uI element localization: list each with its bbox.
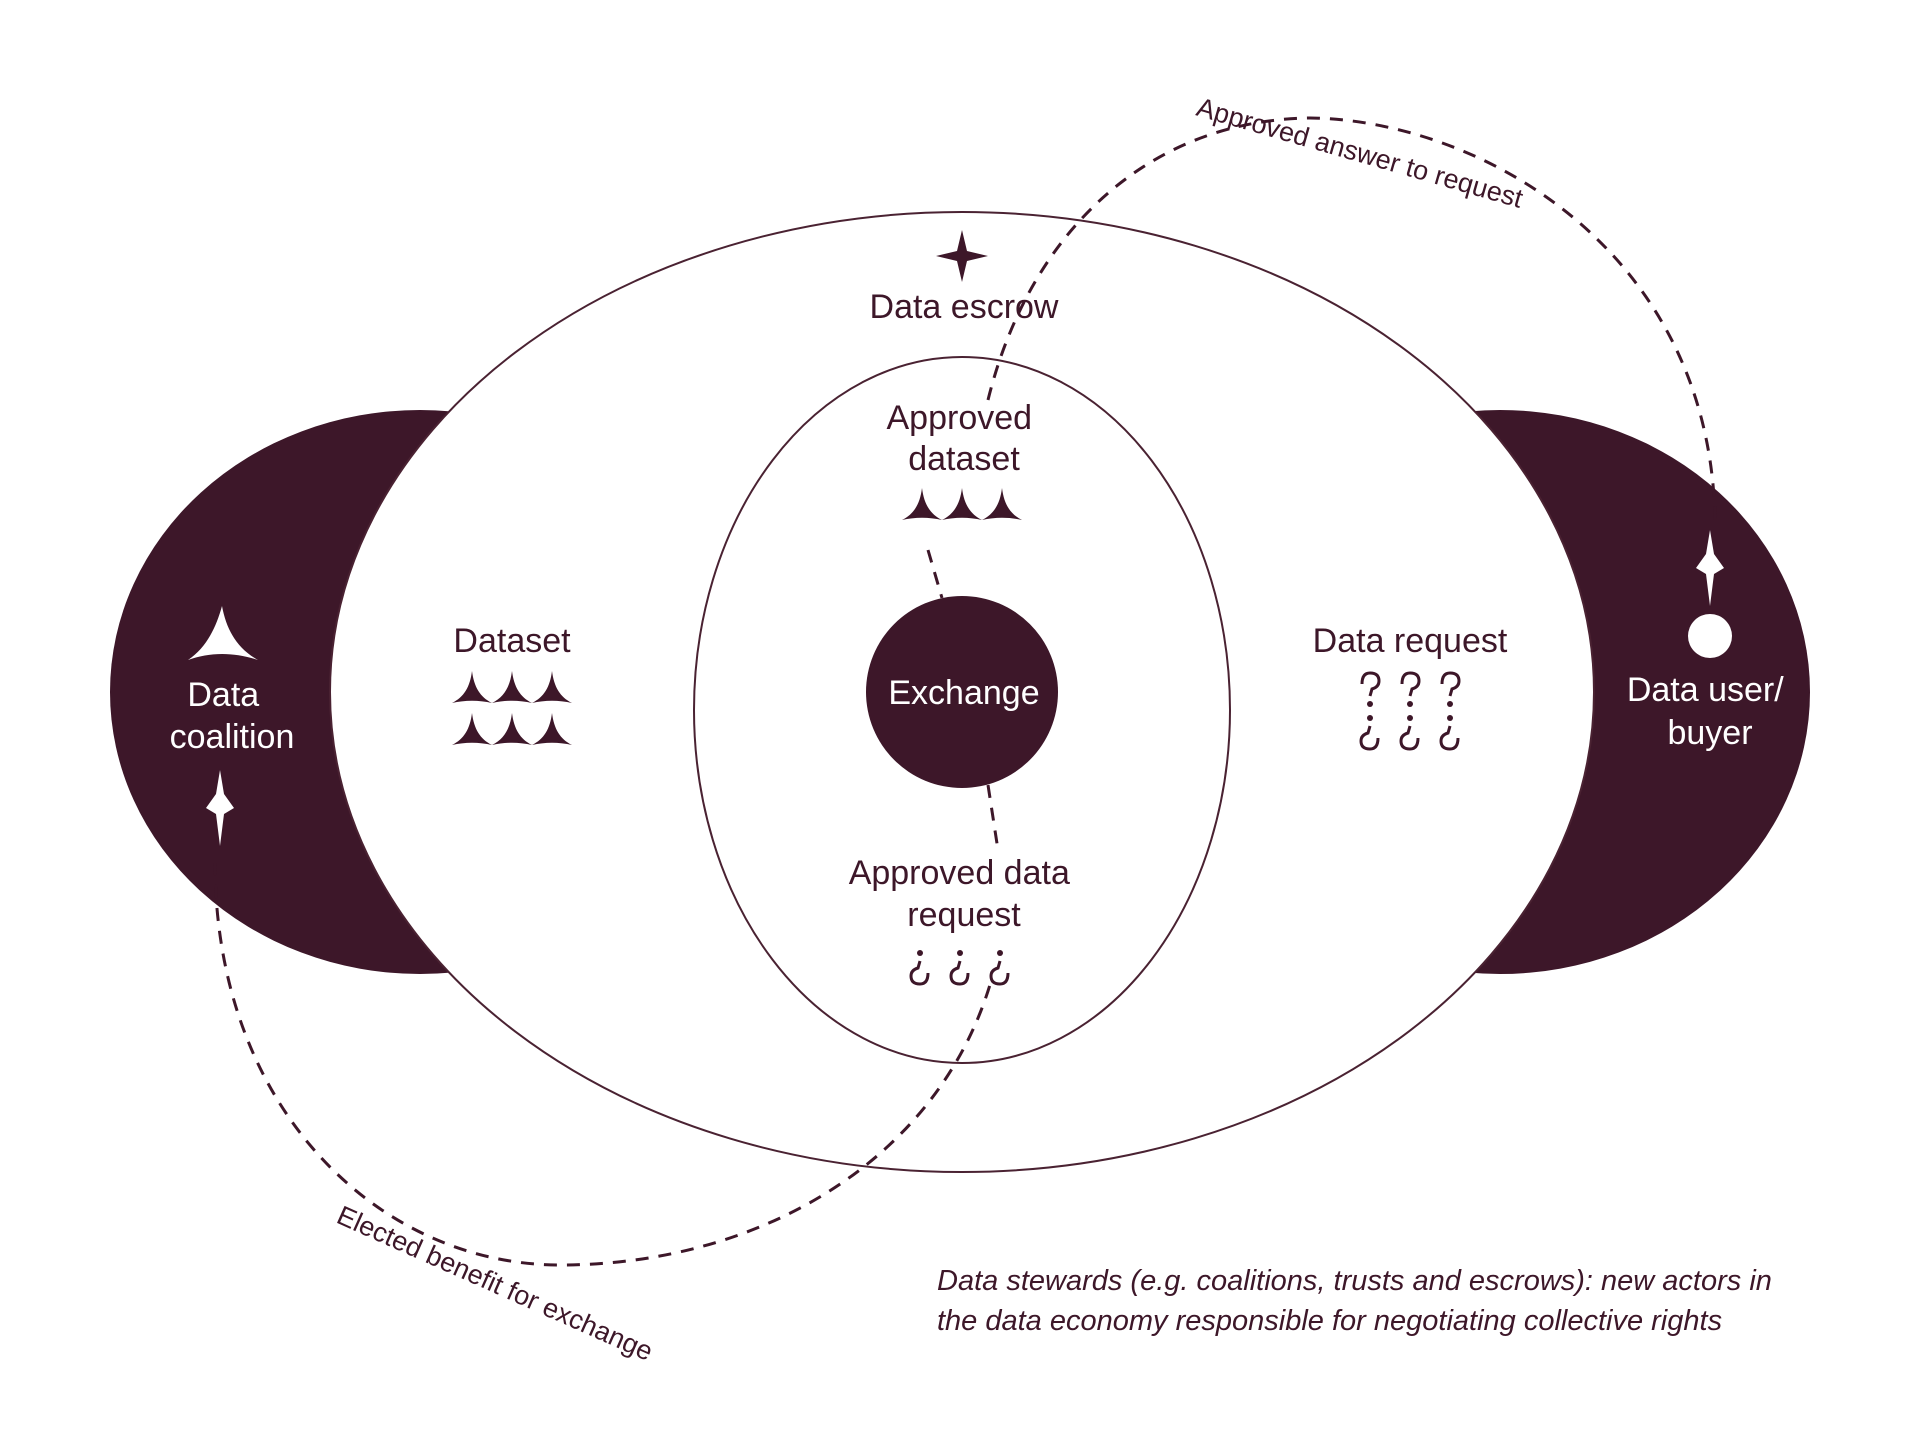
approved-dataset-label: Approved dataset <box>887 399 1042 478</box>
elected-benefit-label: Elected benefit for exchange <box>333 1200 658 1367</box>
approved-ellipse <box>693 356 1231 1064</box>
data-escrow-label: Data escrow <box>870 288 1059 326</box>
exchange-to-request-line <box>986 784 1000 851</box>
approved-answer-arc <box>986 116 1717 521</box>
approved-answer-label: Approved answer to request <box>1193 92 1526 214</box>
data-request-label: Data request <box>1313 622 1508 660</box>
approved-data-request-label: Approved data request <box>849 854 1080 934</box>
dataset-label: Dataset <box>453 622 571 660</box>
exchange-label: Exchange <box>888 674 1039 712</box>
elected-benefit-arc <box>213 861 994 1267</box>
circle-icon <box>1688 614 1732 658</box>
data-user-buyer-label: Data user/ buyer <box>1627 671 1793 752</box>
exchange-circle <box>866 596 1058 788</box>
data-coalition-label: Data coalition <box>170 676 295 756</box>
curved-triangle-icon <box>188 606 258 660</box>
dataset-to-exchange-line <box>926 549 944 599</box>
data-stewards-note: Data stewards (e.g. coalitions, trusts a… <box>937 1265 1780 1337</box>
